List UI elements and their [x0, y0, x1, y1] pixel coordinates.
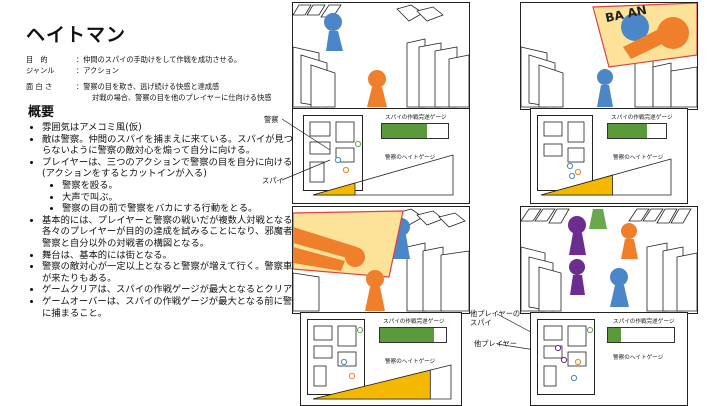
meta-fun: 面 白 さ：警察の目を欺き、逃げ続ける快感と達成感	[26, 82, 220, 91]
mission-gauge-label: スパイの作戦完遂ゲージ	[383, 319, 445, 325]
list-item: ゲームオーバーは、スパイの作戦ゲージが最大となる前に警察に捕まること。	[42, 296, 304, 319]
street-illustration	[521, 46, 697, 108]
mission-gauge-fill	[380, 328, 435, 342]
minimap	[537, 319, 595, 395]
hate-gauge	[312, 154, 454, 196]
action-sublist: 警察を殴る。 大声で叫ぶ。 警察の目の前で警察をバカにする行動をとる。	[42, 180, 304, 215]
scene-4-hud: スパイの作戦完遂ゲージ 警察のヘイトゲージ	[530, 312, 688, 406]
list-item: 警察の敵対心が一定以上となると警察が増えて行く。警察車両が来たりもある。	[42, 261, 304, 284]
mission-gauge-fill	[608, 328, 622, 342]
hate-gauge-fill	[540, 174, 613, 196]
other-player-callout: 他プレイヤー	[474, 339, 517, 348]
player-figure-icon	[621, 223, 638, 259]
mission-gauge	[607, 123, 667, 139]
hate-gauge-label: 警察のヘイトゲージ	[613, 155, 664, 161]
police-callout: 警察	[264, 115, 279, 124]
street-illustration	[293, 208, 469, 312]
list-item: 雰囲気はアメコミ風(仮)	[42, 122, 304, 134]
mission-gauge-label: スパイの作戦完遂ゲージ	[613, 319, 675, 325]
spy-callout: スパイ	[262, 176, 284, 185]
meta-fun-extra: 対戦の場合、警察の目を他のプレイヤーに仕向ける快感	[92, 93, 272, 102]
hate-gauge-label: 警察のヘイトゲージ	[613, 355, 664, 361]
spy-figure-icon	[597, 69, 613, 107]
hate-gauge-fill	[312, 182, 356, 196]
spy-figure-icon	[610, 268, 629, 307]
hate-gauge-fill	[312, 369, 431, 400]
list-item: 警察の目の前で警察をバカにする行動をとる。	[62, 203, 304, 215]
rival-police-figure-icon	[568, 216, 586, 255]
game-title: ヘイトマン	[26, 24, 127, 46]
hate-gauge-label: 警察のヘイトゲージ	[385, 155, 436, 161]
game-meta: 目 的：仲間のスパイの手助けをして作戦を成功させる。 ジャンル：アクション 面 …	[26, 54, 271, 103]
hate-gauge-outline	[312, 154, 454, 196]
street-illustration	[521, 208, 697, 312]
mission-gauge	[381, 123, 449, 139]
list-item: 舞台は、基本的には街となる。	[42, 250, 304, 262]
overview-heading: 概要	[28, 105, 55, 120]
scene-2-hud: スパイの作戦完遂ゲージ 警察のヘイトゲージ	[530, 108, 688, 204]
mission-gauge-fill	[382, 124, 427, 138]
mission-gauge-label: スパイの作戦完遂ゲージ	[385, 115, 447, 121]
list-item: 基本的には、プレイヤーと警察の戦いだが複数人対戦となると各々のプレイヤーが目的の…	[42, 215, 304, 250]
player-figure-icon	[365, 270, 385, 311]
design-doc-text: ヘイトマン 目 的：仲間のスパイの手助けをして作戦を成功させる。 ジャンル：アク…	[0, 0, 302, 405]
spy-figure-icon	[324, 13, 343, 51]
minimap	[307, 319, 365, 395]
list-item: 大声で叫ぶ。	[62, 192, 304, 204]
hate-gauge-label: 警察のヘイトゲージ	[385, 359, 436, 365]
list-item: 敵は警察。仲間のスパイを捕まえに来ている。スパイが見つからないように警察の敵対心…	[42, 134, 304, 157]
list-item: プレイヤーは、三つのアクションで警察の目を自分に向ける。(アクションをするとカッ…	[42, 157, 304, 215]
meta-genre: ジャンル：アクション	[26, 66, 119, 75]
overview-list: 雰囲気はアメコミ風(仮) 敵は警察。仲間のスパイを捕まえに来ている。スパイが見つ…	[22, 122, 304, 319]
mission-gauge	[607, 327, 675, 343]
street-illustration	[293, 4, 469, 108]
ally-figure-icon	[589, 209, 607, 229]
scene-1-hud: スパイの作戦完遂ゲージ 警察のヘイトゲージ	[292, 108, 470, 204]
list-item: ゲームクリアは、スパイの作戦ゲージが最大となるとクリア	[42, 284, 304, 296]
player-figure-icon	[367, 70, 387, 107]
scene-3-view	[292, 206, 470, 314]
hate-gauge	[312, 364, 452, 400]
mission-gauge	[379, 327, 447, 343]
scene-4-view	[520, 206, 698, 314]
scene-2-view: BA AN	[520, 2, 698, 110]
rival-player-figure-icon	[569, 259, 585, 295]
mission-gauge-fill	[608, 124, 648, 138]
scene-3-hud: スパイの作戦完遂ゲージ 警察のヘイトゲージ	[300, 312, 462, 406]
cutin-illustration	[293, 210, 404, 278]
scene-1-view	[292, 2, 470, 110]
minimap	[537, 115, 593, 191]
hate-gauge	[540, 158, 672, 196]
mission-gauge-label: スパイの作戦完遂ゲージ	[611, 115, 673, 121]
cutin-illustration	[592, 3, 697, 68]
meta-purpose: 目 的：仲間のスパイの手助けをして作戦を成功させる。	[26, 55, 242, 64]
list-item: 警察を殴る。	[62, 180, 304, 192]
other-player-spy-callout: 他プレイヤーのスパイ	[470, 309, 521, 327]
